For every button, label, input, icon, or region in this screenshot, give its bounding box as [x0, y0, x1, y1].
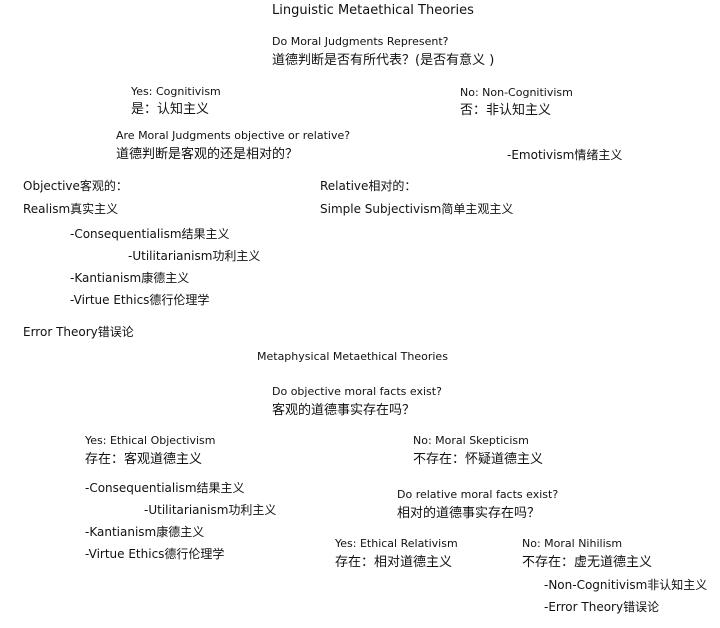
consequentialism-item: -Consequentialism结果主义 — [70, 227, 230, 241]
moral-nihilism-label-en: No: Moral Nihilism — [522, 537, 623, 550]
ethical-objectivism-label-zh: 存在：客观道德主义 — [85, 452, 203, 467]
ethical-relativism-label-en: Yes: Ethical Relativism — [335, 537, 458, 550]
cognitivism-label-zh: 是：认知主义 — [131, 102, 210, 117]
emotivism-item: -Emotivism情绪主义 — [507, 148, 623, 162]
metaphysical-question-relative-zh: 相对的道德事实存在吗？ — [397, 506, 541, 521]
objective-label: Objective客观的： — [23, 179, 128, 193]
non-cognitivism-item: -Non-Cognitivism非认知主义 — [544, 578, 708, 592]
virtue-ethics-item: -Virtue Ethics德行伦理学 — [70, 293, 210, 307]
metaphysical-title: Metaphysical Metaethical Theories — [257, 350, 448, 363]
linguistic-question-objective-zh: 道德判断是客观的还是相对的？ — [116, 147, 299, 162]
realism-label: Realism真实主义 — [23, 202, 119, 216]
relative-label: Relative相对的： — [320, 179, 417, 193]
linguistic-question-represent-zh: 道德判断是否有所代表？(是否有意义 ) — [272, 53, 495, 68]
linguistic-question-represent-en: Do Moral Judgments Represent? — [272, 35, 449, 48]
utilitarianism-item-2: -Utilitarianism功利主义 — [144, 503, 277, 517]
metaphysical-question-objective-zh: 客观的道德事实存在吗？ — [272, 403, 416, 418]
metaphysical-question-objective-en: Do objective moral facts exist? — [272, 385, 442, 398]
kantianism-item-2: -Kantianism康德主义 — [85, 525, 205, 539]
utilitarianism-item: -Utilitarianism功利主义 — [128, 249, 261, 263]
virtue-ethics-item-2: -Virtue Ethics德行伦理学 — [85, 547, 225, 561]
moral-nihilism-label-zh: 不存在：虚无道德主义 — [522, 555, 653, 570]
cognitivism-label-en: Yes: Cognitivism — [131, 85, 221, 98]
kantianism-item: -Kantianism康德主义 — [70, 271, 190, 285]
moral-skepticism-label-en: No: Moral Skepticism — [413, 434, 529, 447]
error-theory-item: -Error Theory错误论 — [544, 600, 660, 614]
linguistic-question-objective-en: Are Moral Judgments objective or relativ… — [116, 129, 351, 142]
metaphysical-question-relative-en: Do relative moral facts exist? — [397, 488, 559, 501]
consequentialism-item-2: -Consequentialism结果主义 — [85, 481, 245, 495]
linguistic-title: Linguistic Metaethical Theories — [272, 3, 474, 18]
ethical-objectivism-label-en: Yes: Ethical Objectivism — [85, 434, 216, 447]
moral-skepticism-label-zh: 不存在：怀疑道德主义 — [413, 452, 544, 467]
non-cognitivism-label-en: No: Non-Cognitivism — [460, 86, 573, 99]
ethical-relativism-label-zh: 存在：相对道德主义 — [335, 555, 453, 570]
simple-subjectivism-label: Simple Subjectivism简单主观主义 — [320, 202, 514, 216]
error-theory-label: Error Theory错误论 — [23, 325, 134, 339]
non-cognitivism-label-zh: 否：非认知主义 — [460, 103, 552, 118]
